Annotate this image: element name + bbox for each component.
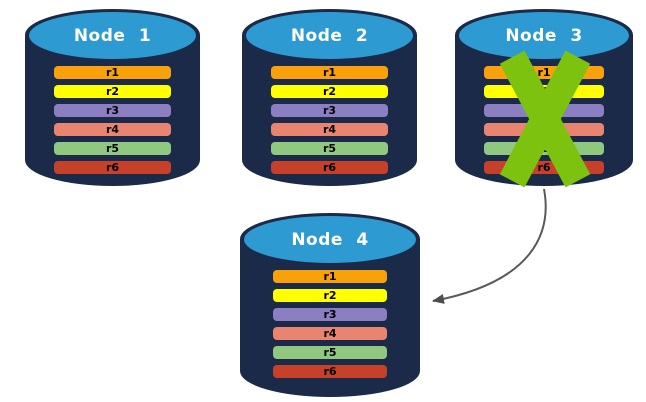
record-r5: r5 bbox=[273, 346, 387, 359]
node-2: Node 2 r1 r2 r3 r4 r5 r6 bbox=[242, 9, 417, 186]
record-r5: r5 bbox=[271, 142, 388, 155]
node-4-title: Node 4 bbox=[291, 229, 369, 250]
failure-x-icon bbox=[498, 50, 592, 188]
record-r2: r2 bbox=[271, 85, 388, 98]
node-4: Node 4 r1 r2 r3 r4 r5 r6 bbox=[240, 213, 420, 397]
record-r3: r3 bbox=[271, 104, 388, 117]
record-r3: r3 bbox=[54, 104, 171, 117]
record-r5: r5 bbox=[54, 142, 171, 155]
record-r4: r4 bbox=[271, 123, 388, 136]
node-4-cylinder-top: Node 4 bbox=[244, 216, 416, 263]
node-3-cylinder-top: Node 3 bbox=[459, 12, 629, 59]
node-1-records: r1 r2 r3 r4 r5 r6 bbox=[54, 66, 171, 174]
record-r2: r2 bbox=[54, 85, 171, 98]
node-3-title: Node 3 bbox=[505, 25, 583, 46]
node-4-records: r1 r2 r3 r4 r5 r6 bbox=[273, 270, 387, 378]
node-3: Node 3 r1 r2 r3 r4 r5 r6 bbox=[455, 9, 633, 188]
record-r1: r1 bbox=[271, 66, 388, 79]
record-r6: r6 bbox=[271, 161, 388, 174]
record-r1: r1 bbox=[273, 270, 387, 283]
node-2-records: r1 r2 r3 r4 r5 r6 bbox=[271, 66, 388, 174]
record-r4: r4 bbox=[273, 327, 387, 340]
record-r2: r2 bbox=[273, 289, 387, 302]
record-r1: r1 bbox=[54, 66, 171, 79]
record-r4: r4 bbox=[54, 123, 171, 136]
node-1-title: Node 1 bbox=[73, 25, 152, 46]
node-1: Node 1 r1 r2 r3 r4 r5 r6 bbox=[25, 9, 200, 186]
record-r3: r3 bbox=[273, 308, 387, 321]
node-1-cylinder-top: Node 1 bbox=[29, 12, 196, 59]
node-2-cylinder-top: Node 2 bbox=[246, 12, 413, 59]
node-2-title: Node 2 bbox=[290, 25, 369, 46]
arrow-curve bbox=[432, 188, 547, 304]
record-r6: r6 bbox=[273, 365, 387, 378]
record-r6: r6 bbox=[54, 161, 171, 174]
